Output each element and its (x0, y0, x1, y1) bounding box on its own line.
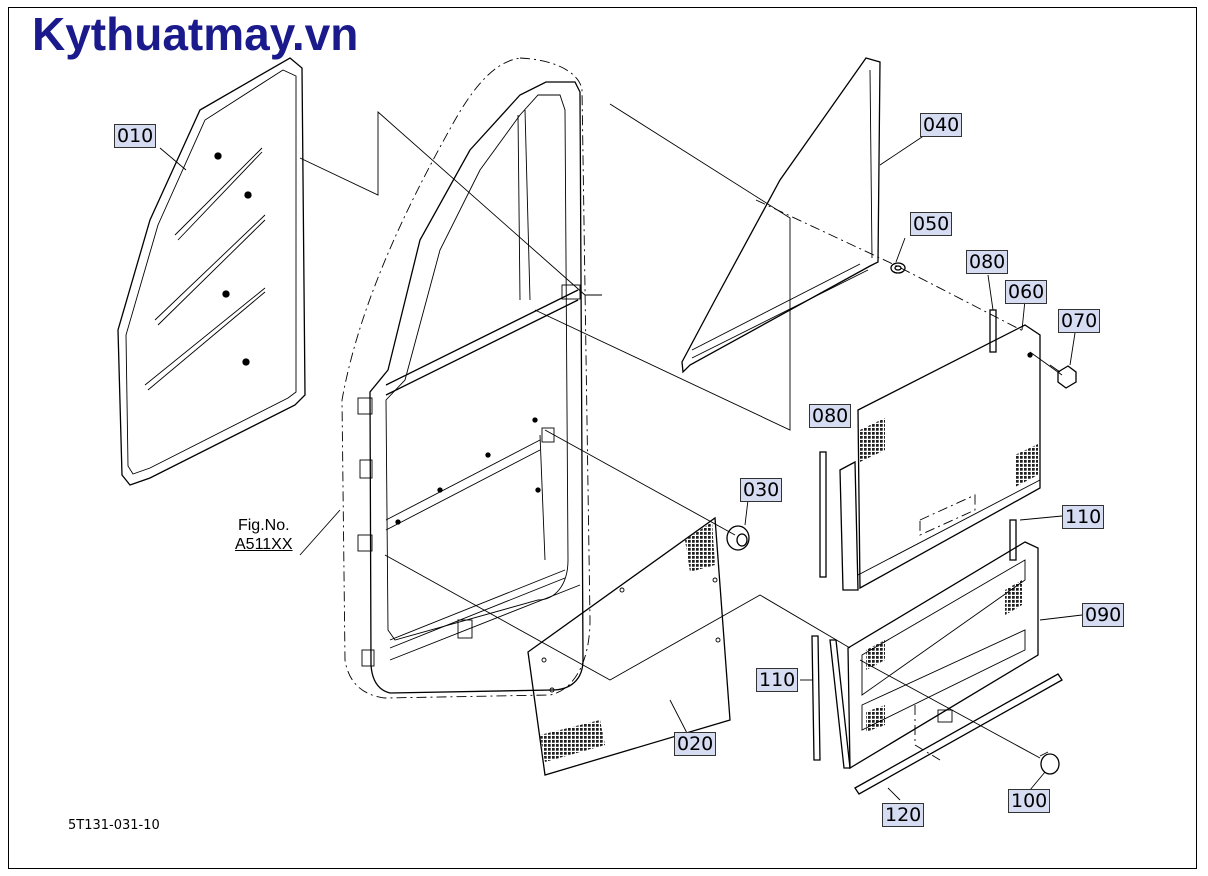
part-070-bolt (1049, 364, 1077, 389)
drawing-code: 5T131-031-10 (68, 818, 160, 833)
assembly-lines (159, 103, 1083, 801)
callout-090: 090 (1082, 603, 1125, 627)
callout-020: 020 (674, 732, 717, 756)
callout-110-left: 110 (756, 668, 799, 692)
part-110-strip-right (1009, 519, 1017, 561)
callout-120: 120 (882, 803, 925, 827)
callout-110-right: 110 (1062, 505, 1105, 529)
part-120-rod (854, 673, 1063, 795)
part-050-grommet (890, 262, 906, 274)
part-030-grommet (726, 525, 750, 551)
part-060-panel (857, 324, 1041, 590)
figure-reference: Fig.No. A511XX (235, 516, 293, 554)
callout-060: 060 (1005, 280, 1048, 304)
part-110-strip-left (811, 635, 851, 769)
part-100-knob (1039, 751, 1060, 775)
callout-080-mid: 080 (809, 404, 852, 428)
figure-reference-label: Fig.No. (237, 517, 290, 534)
door-frame (341, 57, 591, 699)
callout-050: 050 (910, 212, 953, 236)
callout-070: 070 (1058, 309, 1101, 333)
callout-080-top: 080 (966, 250, 1009, 274)
callout-010: 010 (114, 124, 157, 148)
part-090-lower-frame-panel (847, 541, 1039, 770)
callout-040: 040 (920, 113, 963, 137)
part-020-lower-panel (527, 516, 731, 776)
callout-100: 100 (1008, 789, 1051, 813)
part-040-upper-panel (681, 57, 881, 374)
figure-reference-number: A511XX (235, 536, 293, 553)
part-010-window-glass (117, 57, 306, 486)
drawing-frame (8, 7, 1197, 869)
callout-030: 030 (740, 478, 783, 502)
part-080-strip-lower (819, 451, 859, 591)
brand-watermark: Kythuatmay.vn (32, 8, 359, 60)
